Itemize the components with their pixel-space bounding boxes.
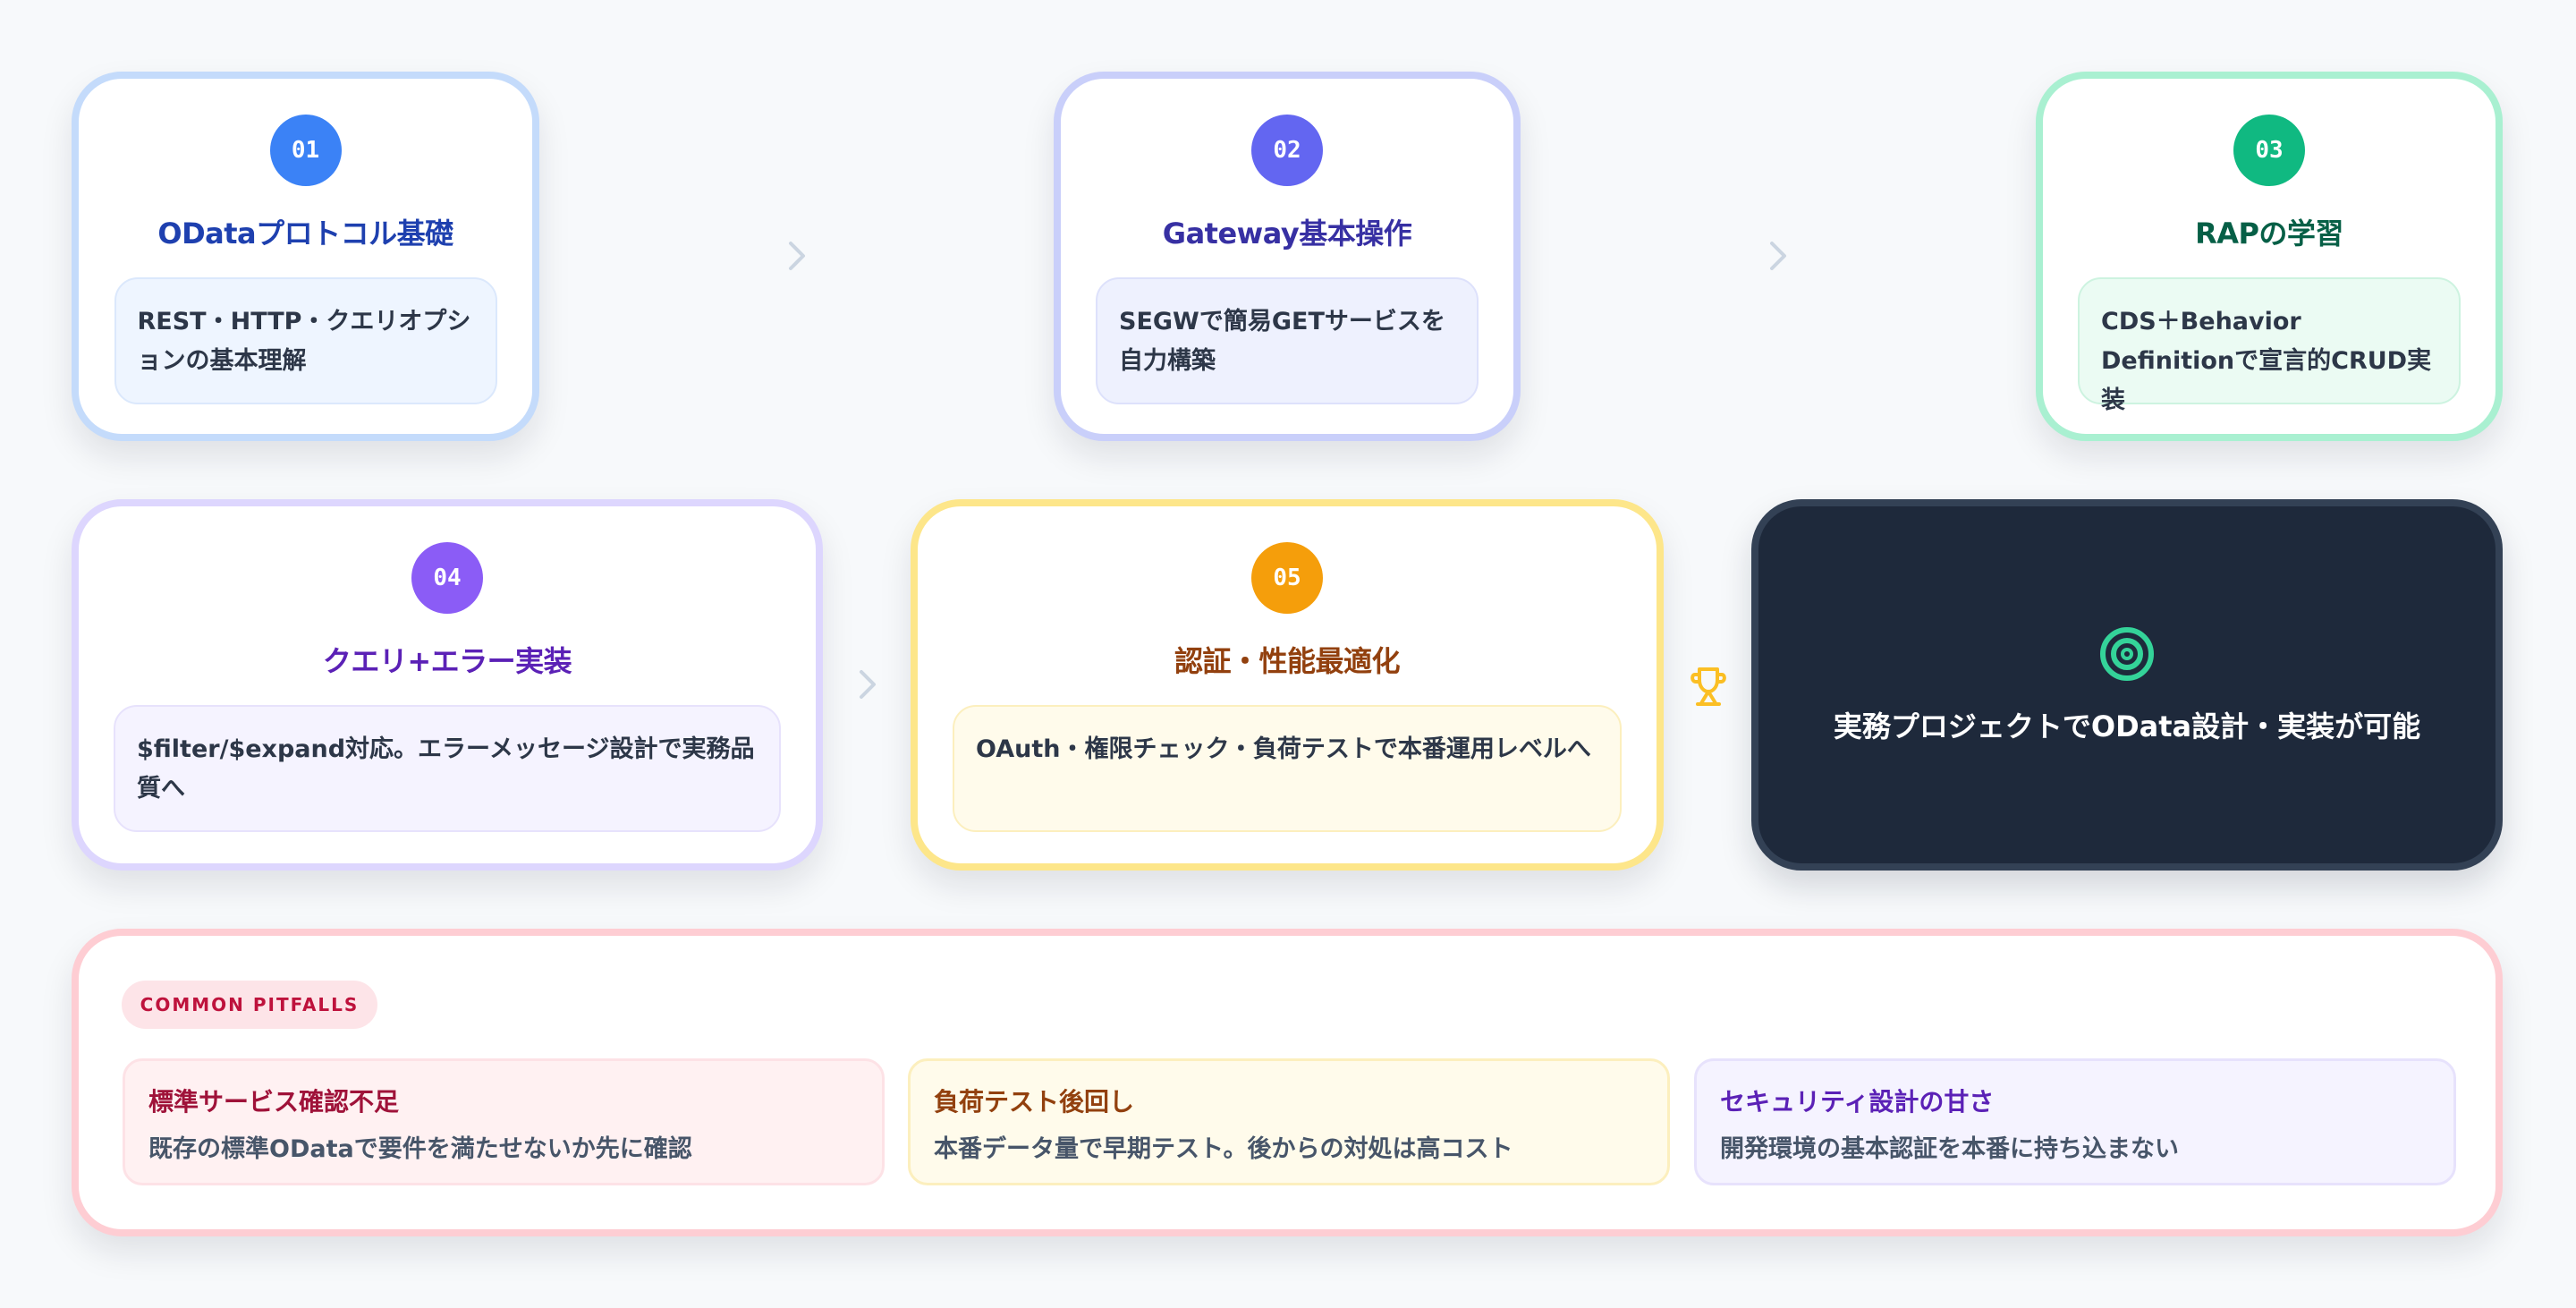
step-title: RAPの学習 xyxy=(2195,217,2343,251)
chevron-right-icon xyxy=(1770,242,1786,270)
step-description: $filter/$expand対応。エラーメッセージ設計で実務品質へ xyxy=(114,705,781,832)
step-title: Gateway基本操作 xyxy=(1162,217,1412,251)
step-description: REST・HTTP・クエリオプションの基本理解 xyxy=(114,277,497,404)
pitfall-item: 標準サービス確認不足 既存の標準ODataで要件を満たせないか先に確認 xyxy=(123,1058,885,1185)
step-title: ODataプロトコル基礎 xyxy=(157,217,453,251)
chevron-right-icon xyxy=(860,670,876,699)
pitfall-description: 開発環境の基本認証を本番に持ち込まない xyxy=(1720,1135,2179,1163)
pitfall-title: 負荷テスト後回し xyxy=(934,1087,1135,1117)
step-card-04: 04 クエリ+エラー実装 $filter/$expand対応。エラーメッセージ設… xyxy=(72,499,823,871)
trophy-icon xyxy=(1690,667,1726,706)
pitfalls-badge: COMMON PITFALLS xyxy=(122,981,377,1029)
target-icon xyxy=(2100,626,2154,681)
pitfall-description: 本番データ量で早期テスト。後からの対処は高コスト xyxy=(934,1135,1513,1163)
step-number-badge: 05 xyxy=(1251,542,1323,614)
step-number-badge: 04 xyxy=(411,542,483,614)
step-card-01: 01 ODataプロトコル基礎 REST・HTTP・クエリオプションの基本理解 xyxy=(72,72,539,441)
step-number-badge: 03 xyxy=(2233,115,2305,186)
step-number-badge: 02 xyxy=(1251,115,1323,186)
common-pitfalls-panel: COMMON PITFALLS 標準サービス確認不足 既存の標準ODataで要件… xyxy=(72,929,2503,1236)
step-card-05: 05 認証・性能最適化 OAuth・権限チェック・負荷テストで本番運用レベルへ xyxy=(911,499,1664,871)
pitfall-description: 既存の標準ODataで要件を満たせないか先に確認 xyxy=(148,1135,692,1163)
pitfall-item: 負荷テスト後回し 本番データ量で早期テスト。後からの対処は高コスト xyxy=(908,1058,1670,1185)
chevron-right-icon xyxy=(789,242,805,270)
goal-card: 実務プロジェクトでOData設計・実装が可能 xyxy=(1751,499,2503,871)
step-title: 認証・性能最適化 xyxy=(1174,644,1401,678)
step-card-02: 02 Gateway基本操作 SEGWで簡易GETサービスを自力構築 xyxy=(1054,72,1521,441)
goal-text: 実務プロジェクトでOData設計・実装が可能 xyxy=(1833,709,2421,743)
step-number-badge: 01 xyxy=(269,115,342,186)
step-title: クエリ+エラー実装 xyxy=(322,644,572,678)
pitfall-title: セキュリティ設計の甘さ xyxy=(1720,1087,1995,1117)
pitfall-item: セキュリティ設計の甘さ 開発環境の基本認証を本番に持ち込まない xyxy=(1694,1058,2456,1185)
pitfall-title: 標準サービス確認不足 xyxy=(148,1087,400,1117)
step-description: OAuth・権限チェック・負荷テストで本番運用レベルへ xyxy=(953,705,1622,832)
step-description: CDS＋Behavior Definitionで宣言的CRUD実装 xyxy=(2078,277,2461,414)
step-card-03: 03 RAPの学習 CDS＋Behavior Definitionで宣言的CRU… xyxy=(2036,72,2503,441)
step-description: SEGWで簡易GETサービスを自力構築 xyxy=(1096,277,1479,404)
